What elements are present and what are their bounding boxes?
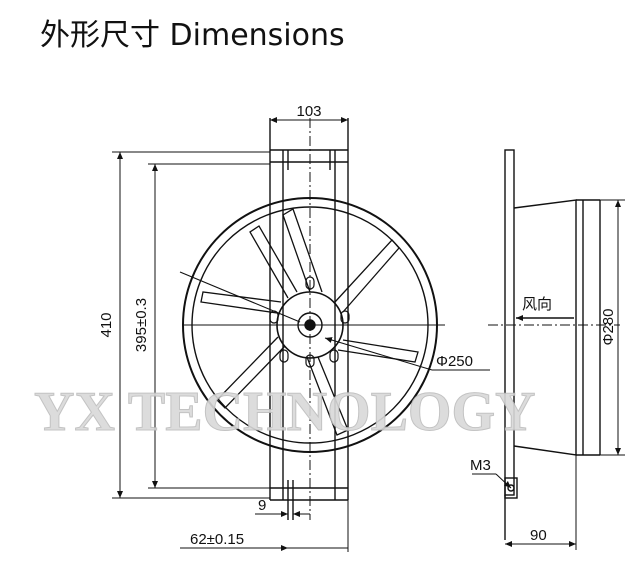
fan-blades — [200, 208, 419, 436]
dim-phi250 — [324, 337, 490, 371]
dim-phi280-label: Φ280 — [600, 309, 617, 346]
dim-phi250-label: Φ250 — [436, 353, 473, 370]
dim-395-label: 395±0.3 — [133, 298, 150, 352]
page-title: 外形尺寸 Dimensions — [40, 18, 345, 53]
screw-callout — [472, 473, 512, 489]
dim-62-label: 62±0.15 — [190, 531, 244, 548]
dim-62 — [180, 500, 349, 552]
airflow-label: 风向 — [522, 296, 552, 313]
side-view — [488, 149, 620, 540]
dim-410-label: 410 — [98, 312, 115, 337]
airflow-arrow: 风向 — [516, 296, 574, 321]
dim-395 — [148, 163, 270, 489]
dim-phi280 — [600, 199, 625, 456]
dim-410 — [112, 151, 270, 499]
dim-90-label: 90 — [530, 527, 547, 544]
front-view — [179, 118, 445, 520]
dim-103-label: 103 — [296, 103, 321, 120]
watermark: YX TECHNOLOGY — [34, 381, 535, 443]
screw-label: M3 — [470, 457, 491, 474]
dim-103: 103 — [270, 103, 348, 123]
dim-90 — [505, 455, 577, 550]
dim-9-label: 9 — [258, 497, 266, 514]
